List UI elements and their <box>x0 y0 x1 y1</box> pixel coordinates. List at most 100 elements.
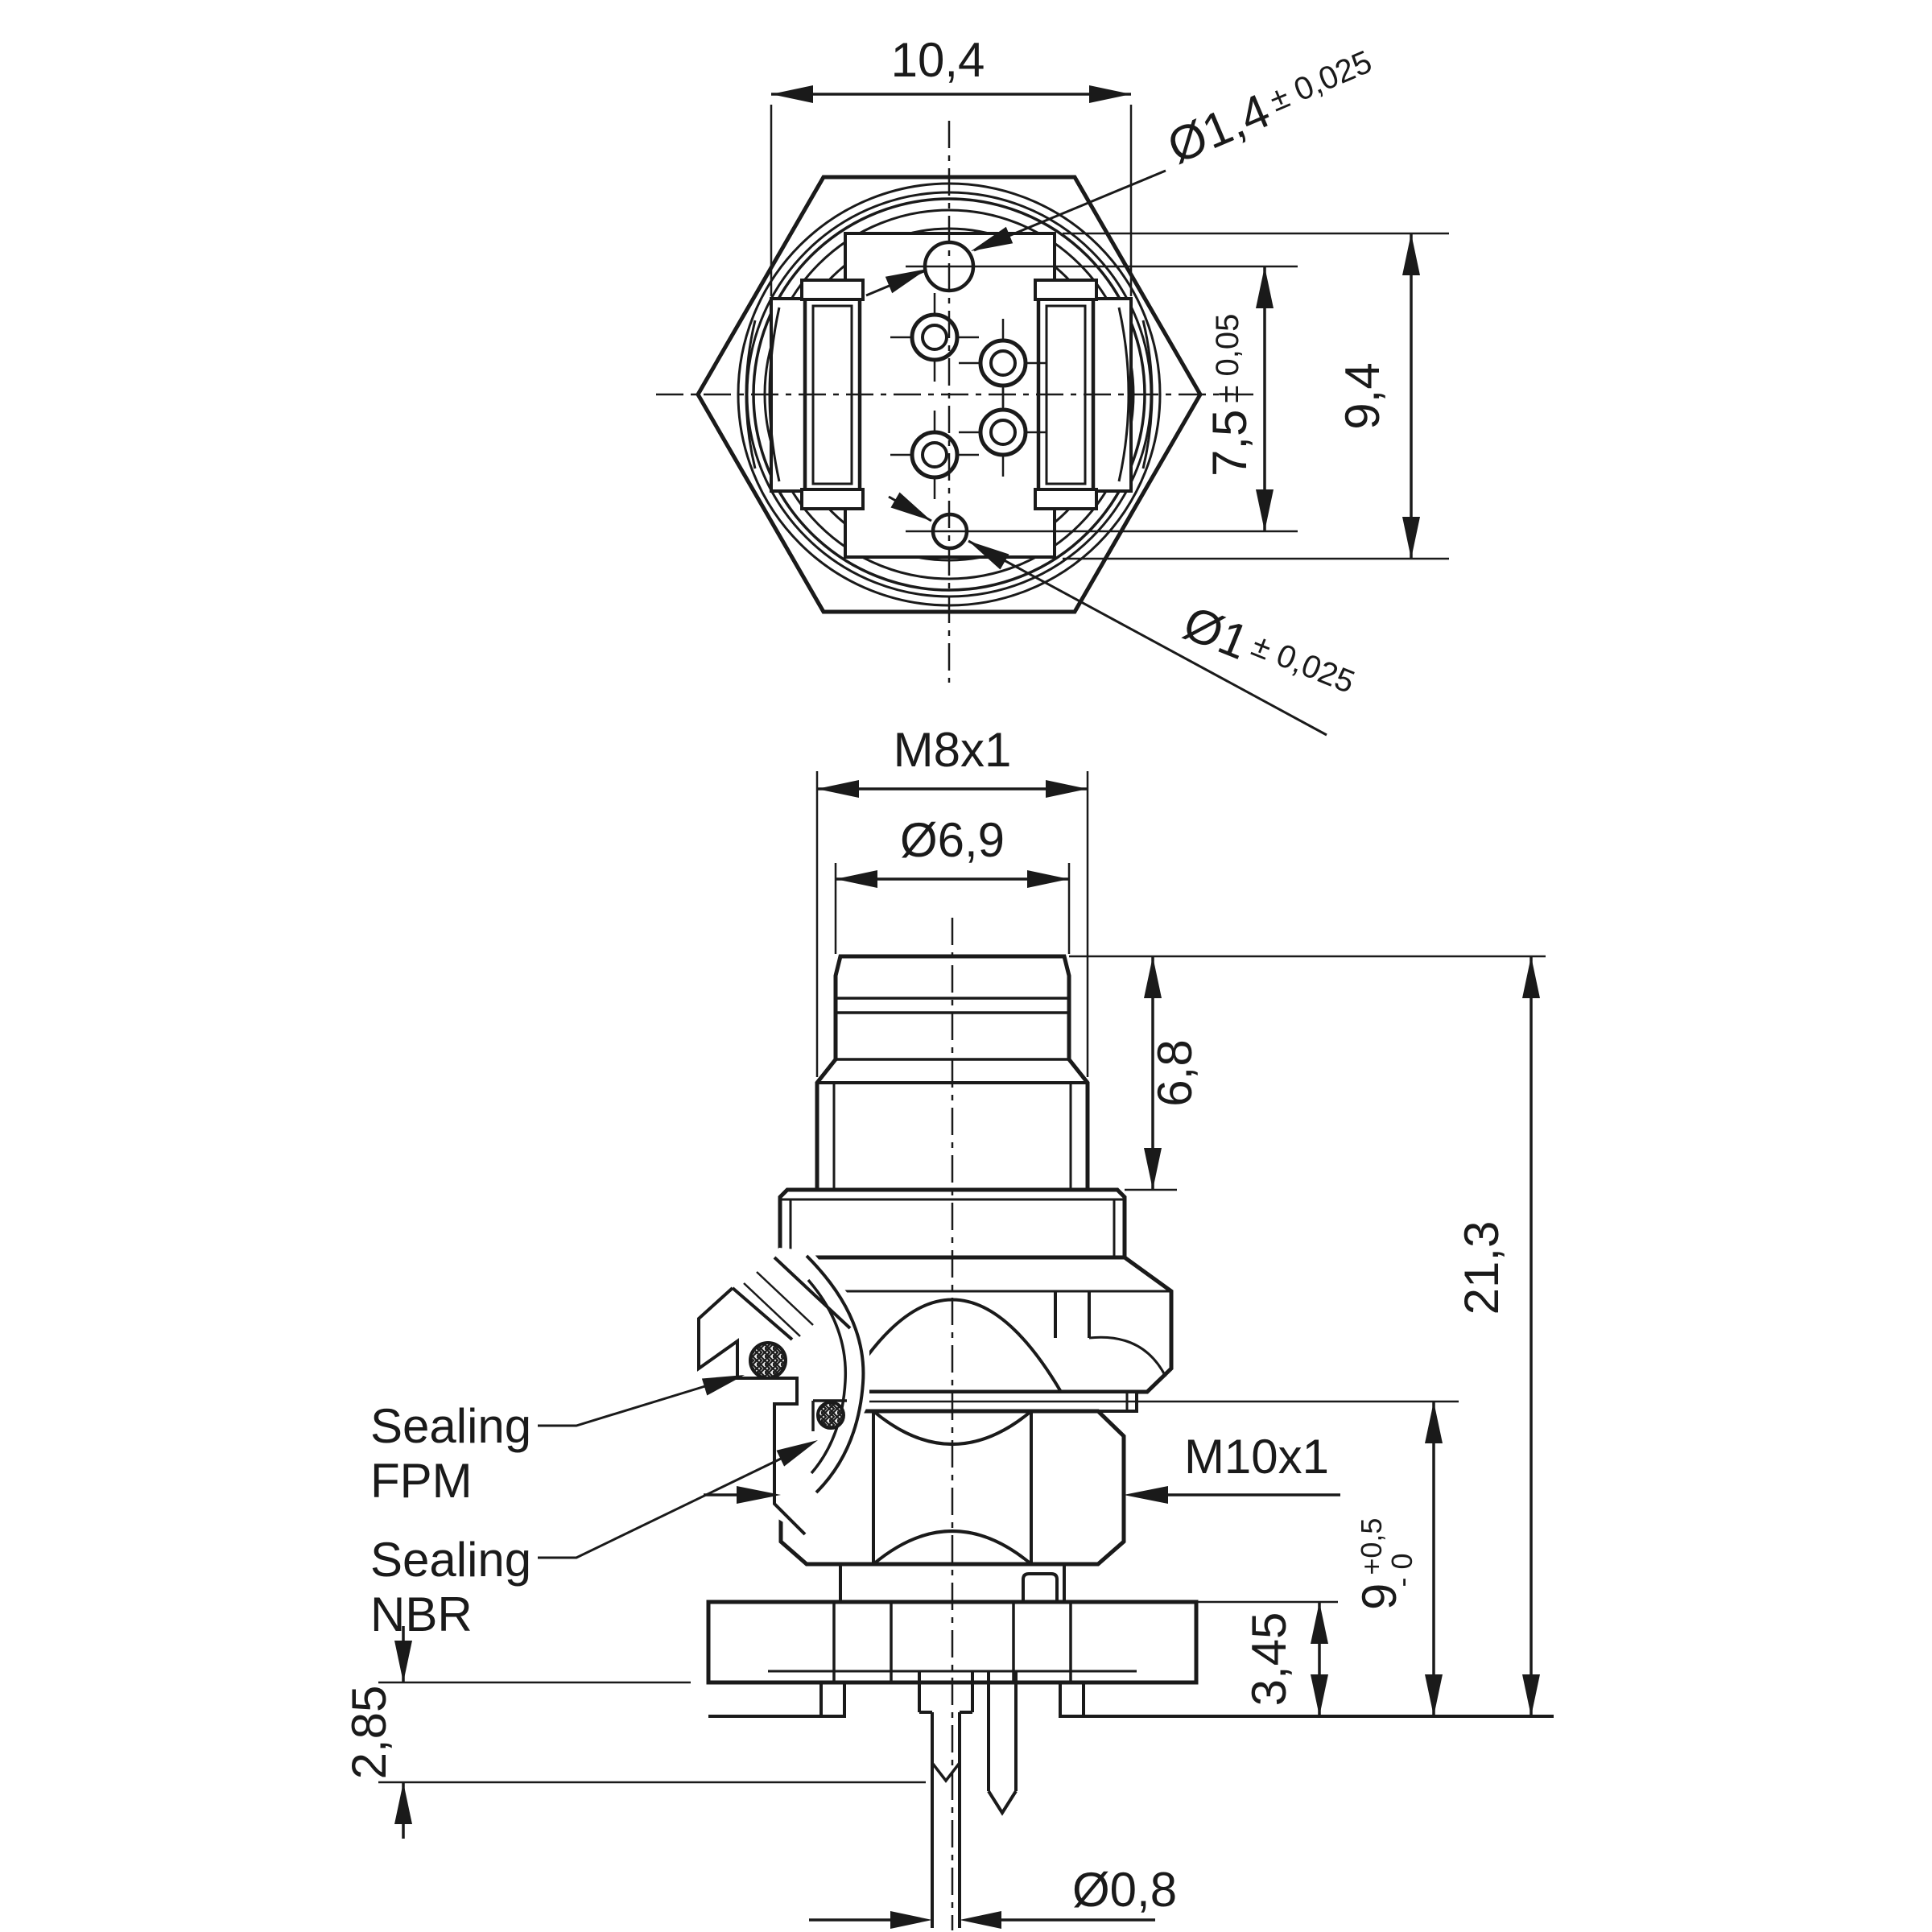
dim-height-label: 9,4 <box>1335 362 1389 429</box>
arrowhead <box>836 870 877 888</box>
label-sealing-fpm: Sealing FPM <box>370 1375 745 1508</box>
window-arc <box>1117 307 1130 482</box>
dim-pitch-value: 7,5 <box>1203 410 1257 477</box>
arrowhead <box>701 1375 745 1396</box>
dim-plug-len: 6,8 <box>1144 956 1202 1190</box>
arrowhead <box>1124 1486 1168 1504</box>
dim-plug-dia: Ø6,9 <box>834 813 1071 954</box>
leader-line <box>538 1457 782 1559</box>
arrowhead <box>1311 1674 1328 1716</box>
arrowhead <box>1256 266 1274 308</box>
arrowhead <box>1046 780 1088 798</box>
dim-thread-label: M8x1 <box>894 723 1012 777</box>
dim-pin-dia: Ø0,8 <box>809 1863 1177 1929</box>
dim-plate-height-label: 3,45 <box>1242 1612 1296 1707</box>
dim-pitch: 7,5 ± 0,05 <box>906 265 1298 533</box>
arrowhead <box>1522 956 1540 998</box>
window-arc <box>745 320 757 469</box>
arrowhead <box>971 226 1013 251</box>
pin-chamfer <box>931 1761 961 1783</box>
pin-3 <box>959 388 1047 477</box>
pocket-chamfer-line <box>731 1286 794 1341</box>
leader-line <box>538 1385 706 1427</box>
dim-thread: M8x1 <box>815 723 1089 1077</box>
pin-outer <box>978 338 1028 388</box>
arrowhead <box>1425 1674 1443 1716</box>
pocket-chamfer-line <box>773 1256 852 1330</box>
sealing-fpm-line1: Sealing <box>370 1399 531 1453</box>
dim-width: 10,4 <box>770 33 1133 296</box>
dim-total-len: 21,3 <box>1455 956 1540 1716</box>
pin-inner <box>921 324 948 351</box>
arrowhead <box>890 1911 932 1929</box>
pin-2 <box>959 319 1047 407</box>
pin-inner <box>989 419 1017 446</box>
seal-fpm-ring <box>749 1341 787 1380</box>
dim-total-len-label: 21,3 <box>1455 1221 1509 1315</box>
anti-rotation-tab <box>1022 1572 1059 1602</box>
arrowhead <box>771 85 813 103</box>
pin-1 <box>890 293 979 382</box>
solder-pins <box>918 1671 1018 1928</box>
label-sealing-nbr: Sealing NBR <box>370 1440 818 1641</box>
leader-line <box>968 539 1327 737</box>
pin-inner <box>989 349 1017 377</box>
arrowhead <box>1425 1402 1443 1443</box>
dim-pitch-label: 7,5 ± 0,05 <box>1203 314 1257 477</box>
arrowhead <box>776 1440 818 1467</box>
arrowhead <box>737 1486 781 1504</box>
dim-height-outer: 9,4 <box>1063 232 1449 560</box>
seal-pocket <box>697 1248 869 1536</box>
dim-panel-thread-label: M10x1 <box>1184 1430 1329 1484</box>
seal-nbr-ring <box>816 1401 845 1430</box>
dim-mount-label: 9+0,5- 0 <box>1352 1518 1418 1610</box>
plate-tooth <box>819 1682 846 1718</box>
side-view: M8x1 Ø6,9 6,8 21,3 <box>342 723 1554 1930</box>
dim-plate-height: 3,45 <box>1242 1602 1328 1716</box>
dim-pin-dia-label: Ø0,8 <box>1072 1863 1177 1917</box>
hex-face-arc <box>1088 1335 1167 1377</box>
contact-pins <box>890 293 1047 499</box>
pocket-hatch <box>743 1282 801 1337</box>
pin-outer <box>978 407 1028 457</box>
neck <box>839 1564 1066 1602</box>
pin-outer <box>910 312 960 362</box>
keyway-cap-bottom <box>1034 488 1098 510</box>
arrowhead <box>1089 85 1131 103</box>
arrowhead <box>1256 489 1274 531</box>
arrowhead <box>1144 1148 1162 1190</box>
pin-small-tol: ± 0,025 <box>1247 627 1360 700</box>
arrowhead <box>1402 517 1420 559</box>
keyway-cap-top <box>1034 279 1098 301</box>
dim-plug-len-label: 6,8 <box>1148 1039 1202 1106</box>
pocket-mask <box>699 1248 869 1536</box>
dim-mount-len: 9+0,5- 0 <box>1352 1402 1443 1716</box>
arrowhead <box>1144 956 1162 998</box>
arrowhead <box>885 269 927 294</box>
pin-tip <box>987 1790 1018 1816</box>
dim-plug-dia-label: Ø6,9 <box>900 813 1005 867</box>
dim-mount-tol-plus: +0,5 <box>1355 1518 1388 1575</box>
arrowhead <box>960 1911 1001 1929</box>
top-view: 10,4 9,4 7,5 ± 0,05 Ø1,4 ± 0,025 <box>656 33 1449 737</box>
arrowhead <box>968 541 1009 570</box>
arrowhead <box>394 1782 412 1824</box>
arrowhead <box>817 780 859 798</box>
pocket-hatch <box>756 1271 814 1326</box>
arrowhead <box>890 492 931 521</box>
pin-4 <box>890 411 979 499</box>
pin-small-label: Ø1± 0,025 <box>1176 596 1361 712</box>
dim-pitch-tol: ± 0,05 <box>1210 314 1245 403</box>
sealing-fpm-line2: FPM <box>370 1454 473 1508</box>
dim-width-label: 10,4 <box>891 33 985 87</box>
pin-inner <box>921 441 948 469</box>
keyway-cap-top <box>800 279 865 301</box>
pin-outer <box>910 430 960 480</box>
pin-large-dia: Ø1,4 <box>1160 83 1278 173</box>
arrowhead <box>1311 1602 1328 1644</box>
dim-mount-tol-minus: - 0 <box>1385 1554 1418 1587</box>
nut-face-arc <box>872 1530 1033 1566</box>
arrowhead <box>1402 233 1420 275</box>
